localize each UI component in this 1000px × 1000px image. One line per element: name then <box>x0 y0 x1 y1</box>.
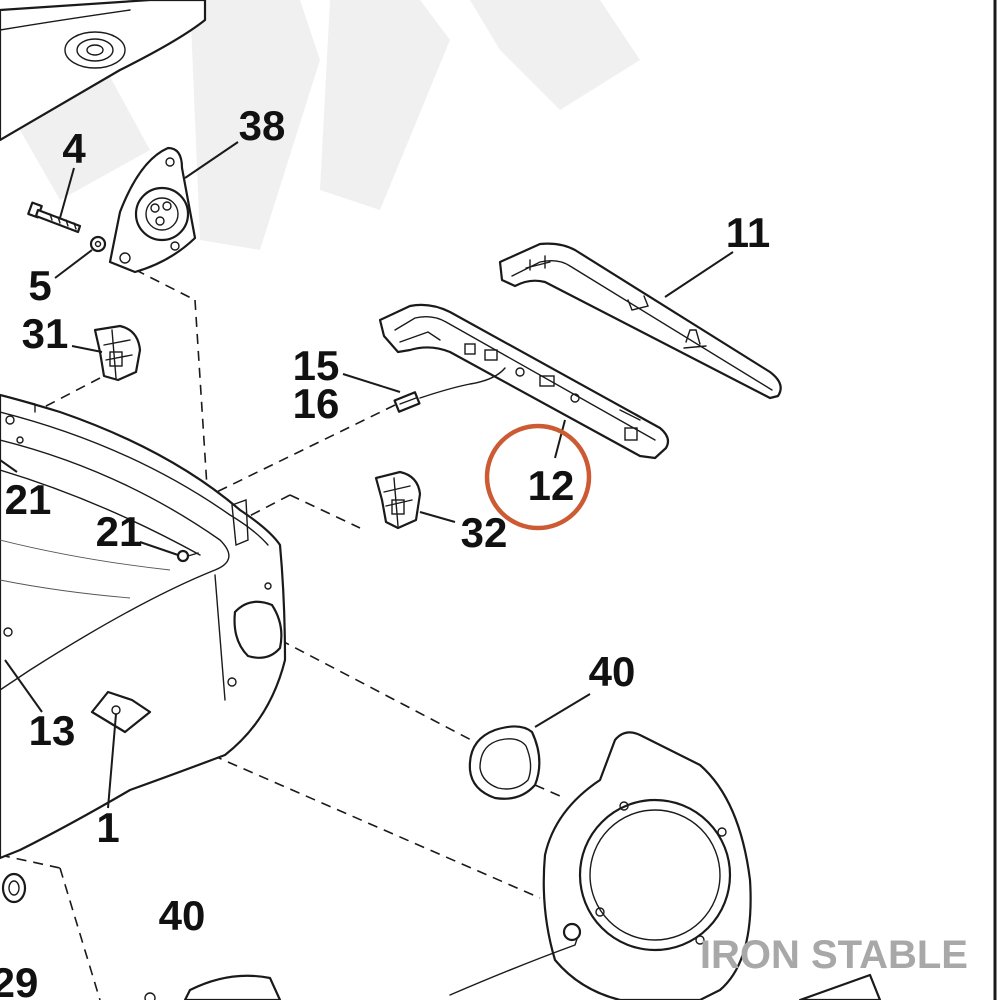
callout-21: 21 <box>96 508 143 555</box>
callout-13: 13 <box>29 707 76 754</box>
bottom-fragments <box>1 872 882 1000</box>
part-4-bolt <box>27 201 82 234</box>
callout-21-left: 21 <box>5 476 52 523</box>
part-40-gasket <box>468 725 541 800</box>
callout-11: 11 <box>726 209 770 256</box>
part-32-bracket <box>374 470 422 530</box>
callout-40-top: 40 <box>589 648 636 695</box>
fender-housing <box>0 393 287 860</box>
callout-29: 29 <box>0 959 38 1000</box>
callout-4: 4 <box>62 125 86 172</box>
part-5-washer <box>89 235 107 253</box>
callout-12: 12 <box>528 462 575 509</box>
callout-15: 15 <box>293 342 340 389</box>
part-11-cover <box>498 242 782 400</box>
highlight-ring <box>484 423 592 531</box>
top-housing-fragment <box>0 0 207 142</box>
watermark-text: IRON STABLE <box>700 933 968 977</box>
callout-31: 31 <box>22 310 69 357</box>
callout-labels: 4 38 5 31 11 15 16 12 21 21 32 40 13 1 4… <box>0 102 770 1000</box>
callout-5: 5 <box>28 262 51 309</box>
callout-40-bottom: 40 <box>159 892 206 939</box>
callout-1: 1 <box>96 804 119 851</box>
callout-32: 32 <box>461 509 508 556</box>
callout-38: 38 <box>239 102 286 149</box>
part-15-16-wire-harness <box>393 367 506 413</box>
part-12-light-bar <box>378 303 670 460</box>
speaker-housing <box>449 731 752 1000</box>
part-21-screw <box>176 549 199 563</box>
callout-leader-lines <box>0 141 734 809</box>
background-watermark-shapes <box>0 0 640 250</box>
part-31-bracket <box>93 324 142 382</box>
part-38-socket <box>108 146 197 274</box>
callout-16: 16 <box>293 380 340 427</box>
